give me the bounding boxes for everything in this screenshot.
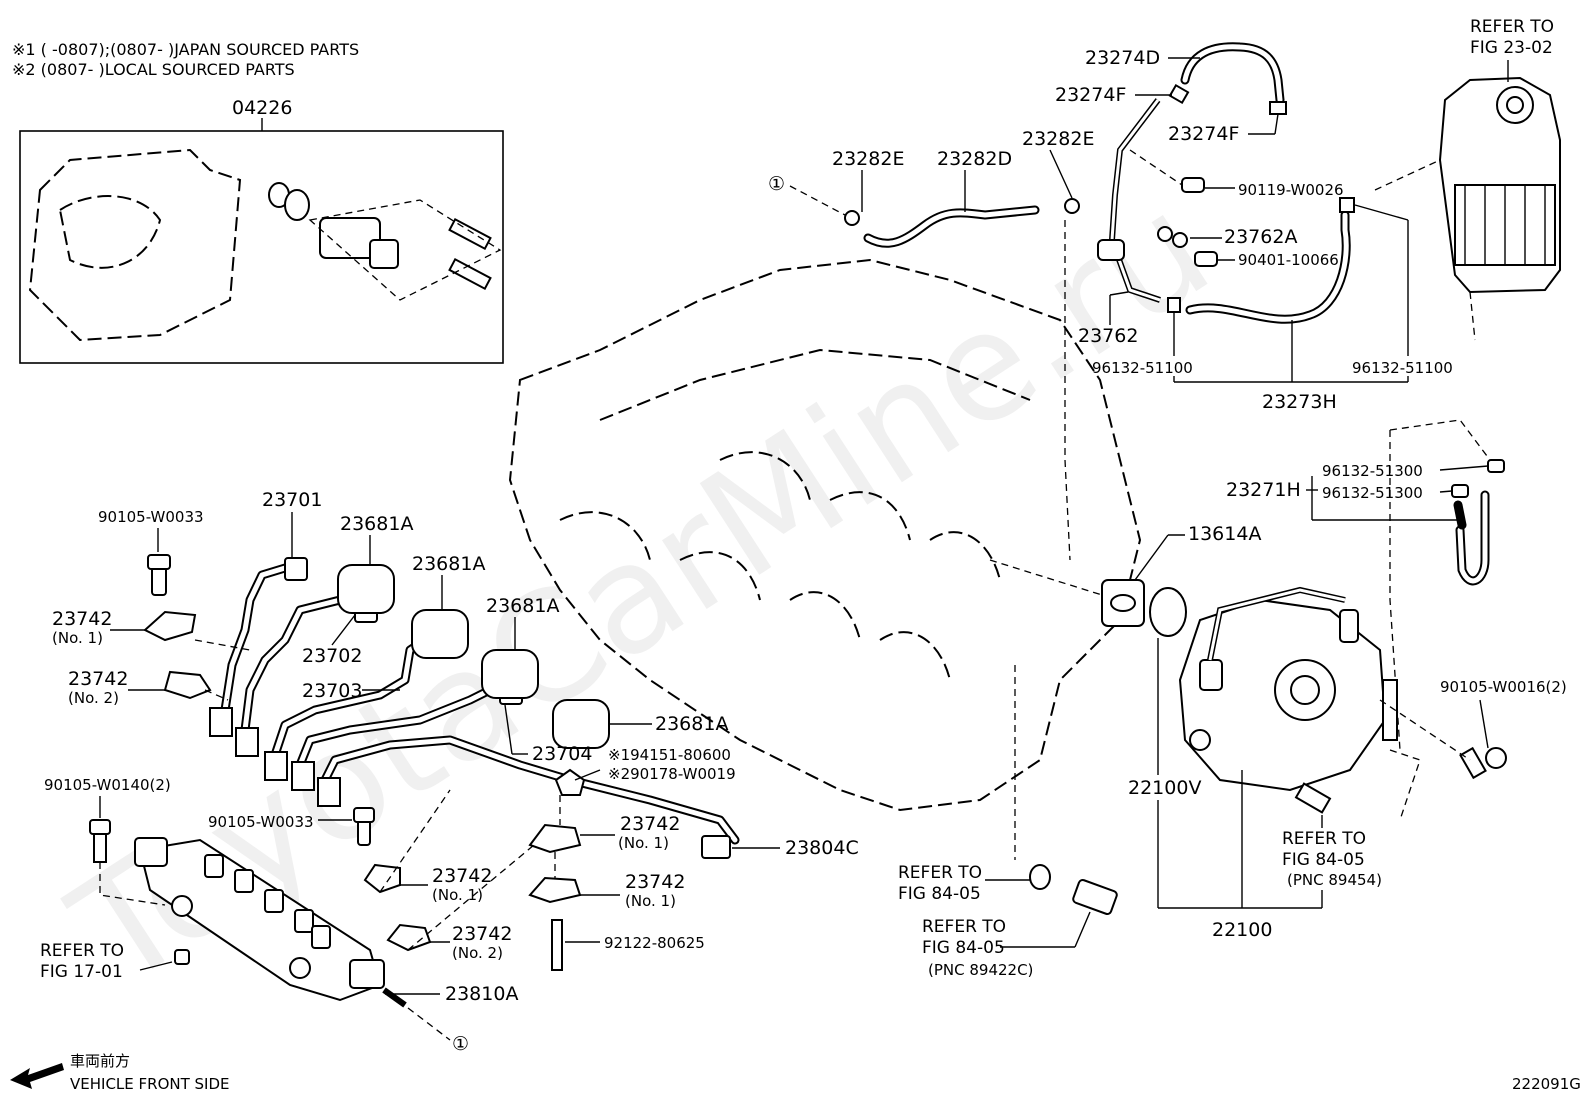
fuel-rail-23810a <box>134 837 407 1008</box>
ref-fig-84-05-b-line1[interactable]: REFER TO <box>922 917 1006 937</box>
part-label-23271h[interactable]: 23271H <box>1226 479 1301 501</box>
hose-23273h <box>1167 197 1355 324</box>
part-label-96132-51100-left[interactable]: 96132-51100 <box>1092 359 1193 377</box>
part-label-13614a[interactable]: 13614A <box>1188 523 1261 545</box>
part-label-96132-51100-right[interactable]: 96132-51100 <box>1352 359 1453 377</box>
ref-fig-23-02-line2[interactable]: FIG 23-02 <box>1470 38 1553 58</box>
part-label-23742-no2-mid-sub[interactable]: (No. 2) <box>452 944 503 962</box>
part-label-23702[interactable]: 23702 <box>302 645 362 667</box>
vehicle-front-indicator: 車両前方 VEHICLE FRONT SIDE <box>10 1052 230 1093</box>
part-label-90105-w0140[interactable]: 90105-W0140(2) <box>44 776 171 794</box>
part-label-22100[interactable]: 22100 <box>1212 919 1272 941</box>
hose-23282 <box>844 198 1080 248</box>
part-label-23742-no1-right-top-sub[interactable]: (No. 1) <box>618 834 669 852</box>
part-label-23804c[interactable]: 23804C <box>785 837 859 859</box>
part-label-23282e-left[interactable]: 23282E <box>832 148 904 170</box>
fuel-filter-assembly <box>1438 76 1561 294</box>
part-label-23742-no1-right-bottom-sub[interactable]: (No. 1) <box>625 892 676 910</box>
injector-sleeves-23681a <box>337 564 610 749</box>
part-label-23681a-4[interactable]: 23681A <box>655 713 728 735</box>
part-label-22100v[interactable]: 22100V <box>1128 777 1201 799</box>
part-label-92122-80625[interactable]: 92122-80625 <box>604 934 705 952</box>
part-label-23701[interactable]: 23701 <box>262 489 322 511</box>
part-label-290178-w0019[interactable]: ※290178-W0019 <box>608 765 736 783</box>
part-label-23742-no2-left-sub[interactable]: (No. 2) <box>68 689 119 707</box>
part-label-23681a-3[interactable]: 23681A <box>486 595 559 617</box>
note-japan-sourced: ※1 ( -0807);(0807- )JAPAN SOURCED PARTS <box>12 40 359 59</box>
part-label-23704[interactable]: 23704 <box>532 743 592 765</box>
part-label-23681a-1[interactable]: 23681A <box>340 513 413 535</box>
ref-pnc-89454-line2[interactable]: FIG 84-05 <box>1282 850 1365 870</box>
part-label-23273h[interactable]: 23273H <box>1262 391 1337 413</box>
ref-fig-17-01-line1[interactable]: REFER TO <box>40 941 124 961</box>
circle-marker-top: ① <box>768 173 785 195</box>
part-label-23762[interactable]: 23762 <box>1078 325 1138 347</box>
ref-fig-84-05-b-line3[interactable]: (PNC 89422C) <box>928 961 1033 979</box>
drawing-number: 222091G <box>1512 1075 1581 1093</box>
part-label-194151-80600[interactable]: ※194151-80600 <box>608 746 731 764</box>
part-label-23762a[interactable]: 23762A <box>1224 226 1297 248</box>
vehicle-front-jp: 車両前方 <box>70 1052 130 1070</box>
part-label-23742-no1-left[interactable]: 23742 <box>52 608 112 630</box>
coupling-13614a <box>1101 579 1187 637</box>
part-label-23742-no1-left-sub[interactable]: (No. 1) <box>52 629 103 647</box>
ref-fig-84-05-a-line2[interactable]: FIG 84-05 <box>898 884 981 904</box>
part-label-23742-no2-left[interactable]: 23742 <box>68 668 128 690</box>
ref-pnc-89454-line1[interactable]: REFER TO <box>1282 829 1366 849</box>
part-label-23282e-right[interactable]: 23282E <box>1022 128 1094 150</box>
ref-fig-17-01-line2[interactable]: FIG 17-01 <box>40 962 123 982</box>
fuel-pump-22100 <box>1178 586 1398 792</box>
part-label-23742-no1-mid[interactable]: 23742 <box>432 865 492 887</box>
ref-fig-84-05-b-line2[interactable]: FIG 84-05 <box>922 938 1005 958</box>
part-label-90119-w0026[interactable]: 90119-W0026 <box>1238 181 1344 199</box>
part-label-23810a[interactable]: 23810A <box>445 983 518 1005</box>
vehicle-front-en: VEHICLE FRONT SIDE <box>70 1075 230 1093</box>
part-label-90105-w0033-top[interactable]: 90105-W0033 <box>98 508 204 526</box>
ref-pnc-89454-line3[interactable]: (PNC 89454) <box>1287 871 1382 889</box>
part-label-23681a-2[interactable]: 23681A <box>412 553 485 575</box>
part-label-23274d[interactable]: 23274D <box>1085 47 1160 69</box>
kit-04226-box: 04226 <box>19 97 504 364</box>
part-label-90401-10066[interactable]: 90401-10066 <box>1238 251 1339 269</box>
part-label-90105-w0033-mid[interactable]: 90105-W0033 <box>208 813 314 831</box>
note-local-sourced: ※2 (0807- )LOCAL SOURCED PARTS <box>12 60 295 79</box>
part-label-23742-no1-right-bottom[interactable]: 23742 <box>625 871 685 893</box>
part-label-96132-51300-bottom[interactable]: 96132-51300 <box>1322 484 1423 502</box>
part-label-23282d[interactable]: 23282D <box>937 148 1012 170</box>
arrow-left-icon <box>10 1063 64 1089</box>
engine-block <box>508 258 1142 812</box>
hose-23274 <box>1097 42 1287 303</box>
ref-fig-84-05-a-line1[interactable]: REFER TO <box>898 863 982 883</box>
part-label-23742-no2-mid[interactable]: 23742 <box>452 923 512 945</box>
ref-fig-23-02-line1[interactable]: REFER TO <box>1470 17 1554 37</box>
part-label-90105-w0016[interactable]: 90105-W0016(2) <box>1440 678 1567 696</box>
part-label-23274f-right[interactable]: 23274F <box>1168 123 1239 145</box>
circle-marker-bottom: ① <box>452 1033 469 1055</box>
part-label-23742-no1-mid-sub[interactable]: (No. 1) <box>432 886 483 904</box>
part-label-96132-51300-top[interactable]: 96132-51300 <box>1322 462 1423 480</box>
part-label-23742-no1-right-top[interactable]: 23742 <box>620 813 680 835</box>
part-label-04226[interactable]: 04226 <box>232 97 292 119</box>
part-label-23274f-left[interactable]: 23274F <box>1055 84 1126 106</box>
part-label-23703[interactable]: 23703 <box>302 680 362 702</box>
